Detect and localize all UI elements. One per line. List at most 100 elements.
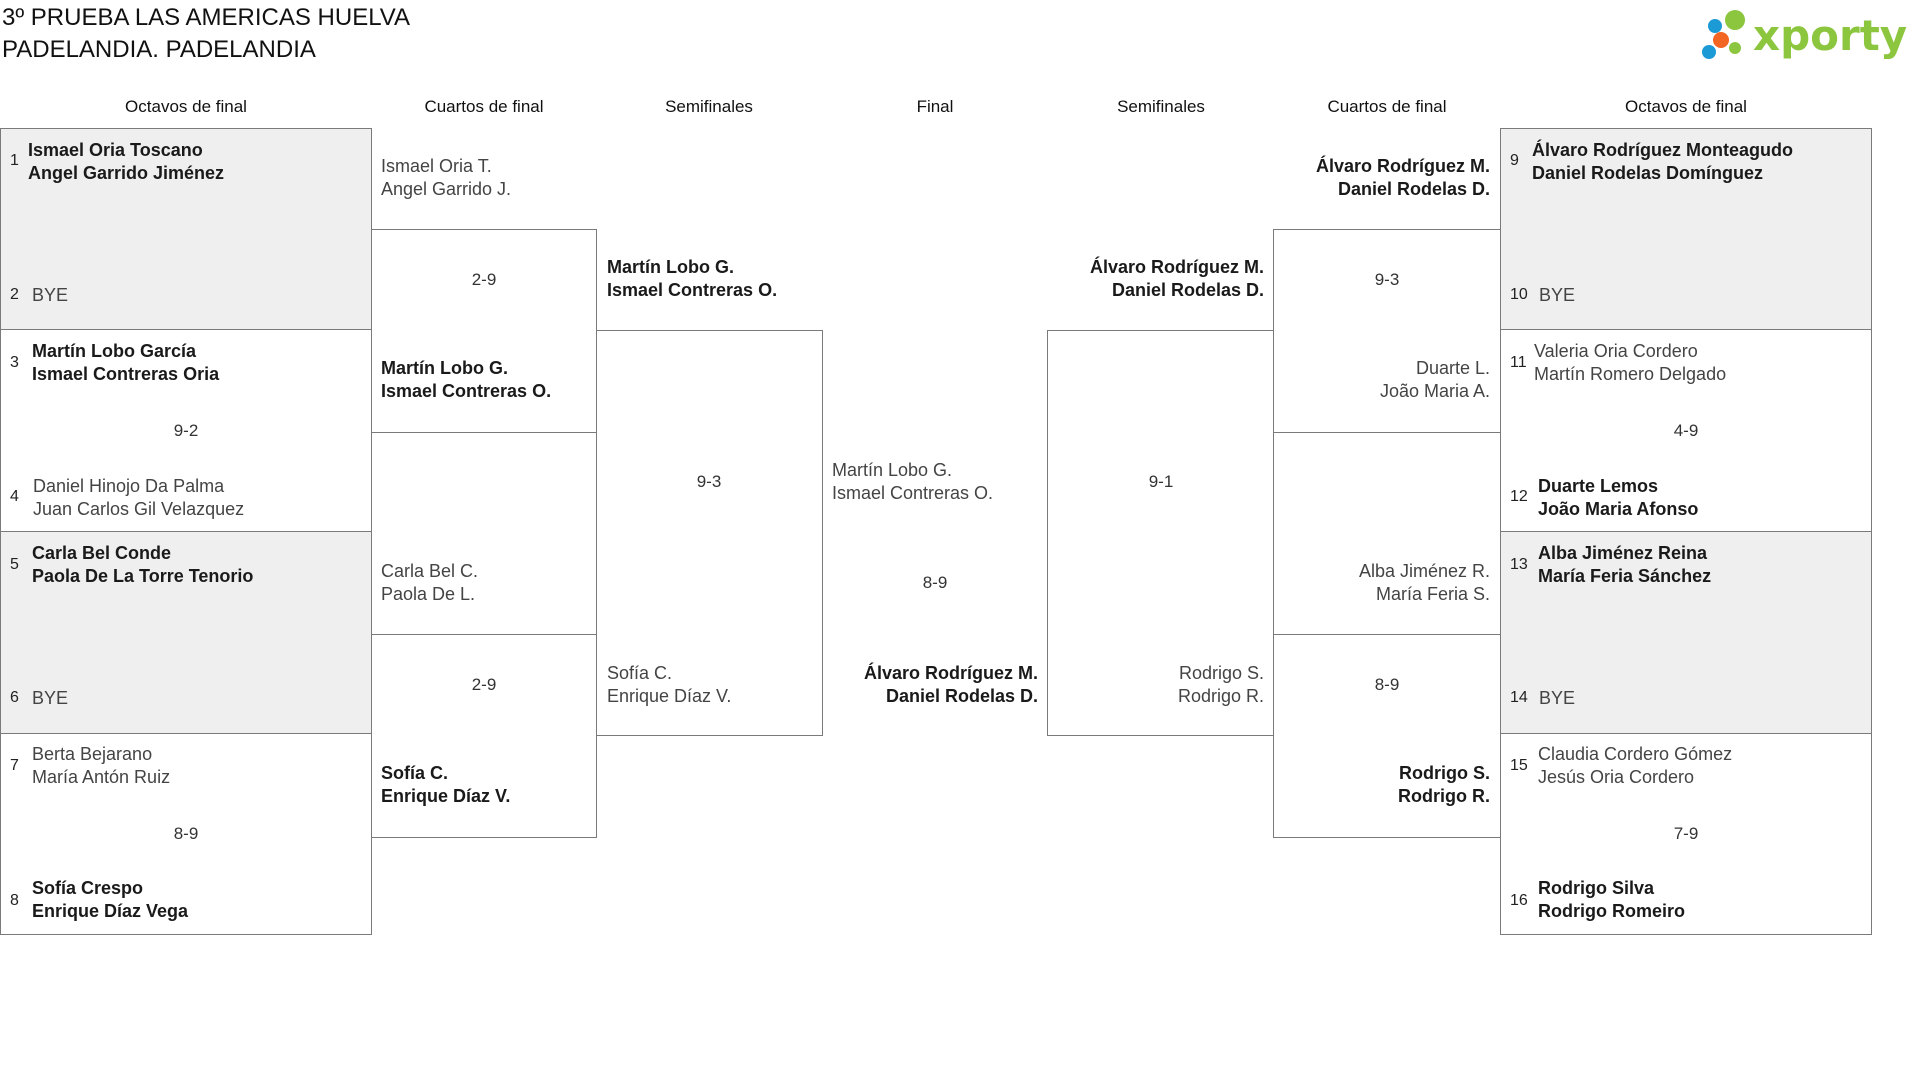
match-box-right-semi [1047,330,1274,736]
match-box-left-semi [596,330,823,736]
header-right-cuartos: Cuartos de final [1327,97,1447,116]
team-name: Carla Bel C. [381,561,479,581]
player-name: Berta Bejarano [32,744,153,764]
team-name: Daniel Rodelas D. [885,686,1038,706]
match-score: 9-3 [1374,270,1400,289]
team-name: Ismael Oria T. [381,156,492,176]
player-name: Valeria Oria Cordero [1534,341,1698,361]
match-score: 9-1 [1148,472,1174,491]
header-final: Final [916,97,954,116]
match-box-left-cuartos-1 [371,229,597,433]
match-box-right-octavos-1 [1500,128,1872,330]
player-name: BYE [32,285,69,305]
player-name: Enrique Díaz Vega [32,901,189,921]
match-box-right-octavos-4 [1500,733,1872,935]
team-name: Alba Jiménez R. [1358,561,1490,581]
match-box-right-octavos-3 [1500,531,1872,734]
seed-number: 11 [1510,354,1527,371]
player-name: Álvaro Rodríguez Monteagudo [1532,140,1793,160]
player-name: Angel Garrido Jiménez [28,163,225,183]
player-name: Rodrigo Silva [1538,878,1655,898]
seed-number: 6 [10,689,19,706]
match-box-right-cuartos-1 [1273,229,1501,433]
player-name: Carla Bel Conde [32,543,172,563]
match-box-right-octavos-2 [1500,329,1872,532]
player-name: Ismael Contreras Oria [32,364,220,384]
team-name: Álvaro Rodríguez M. [863,663,1038,683]
header-right-semis: Semifinales [1117,97,1205,116]
seed-number: 8 [10,892,19,909]
seed-number: 2 [10,286,19,303]
team-name: Rodrigo S. [1399,763,1490,783]
final-score: 8-9 [922,573,948,592]
team-name: Martín Lobo G. [607,257,734,277]
match-box-left-octavos-2 [0,329,372,532]
seed-number: 15 [1510,757,1528,774]
match-score: 2-9 [471,270,497,289]
player-name: María Feria Sánchez [1538,566,1712,586]
team-name: Sofía C. [381,763,449,783]
header-left-semis: Semifinales [665,97,753,116]
logo-text: xporty [1753,11,1907,60]
player-name: Daniel Hinojo Da Palma [33,476,225,496]
xporty-logo: xporty [1702,10,1907,60]
player-name: Jesús Oria Cordero [1538,767,1695,787]
player-name: Ismael Oria Toscano [28,140,203,160]
seed-number: 16 [1510,892,1528,909]
match-score: 9-2 [173,421,199,440]
team-name: Daniel Rodelas D. [1337,179,1490,199]
player-name: María Antón Ruiz [32,767,171,787]
team-name: Ismael Contreras O. [381,381,552,401]
tournament-title: 3º PRUEBA LAS AMERICAS HUELVA [2,4,411,31]
player-name: BYE [1539,688,1576,708]
seed-number: 5 [10,556,19,573]
team-name: Ismael Contreras O. [607,280,778,300]
player-name: João Maria Afonso [1538,499,1699,519]
team-name: Álvaro Rodríguez M. [1089,257,1264,277]
seed-number: 4 [10,488,19,505]
match-box-left-cuartos-2 [371,634,597,838]
player-name: Daniel Rodelas Domínguez [1532,163,1764,183]
match-score: 8-9 [173,824,199,843]
tournament-subtitle: PADELANDIA. PADELANDIA [2,36,316,63]
team-name: Enrique Díaz V. [607,686,732,706]
header-right-octavos: Octavos de final [1625,97,1747,116]
team-name: Martín Lobo G. [381,358,508,378]
player-name: Martín Romero Delgado [1534,364,1727,384]
seed-number: 3 [10,354,19,371]
player-name: Rodrigo Romeiro [1538,901,1685,921]
team-name: Rodrigo R. [1177,686,1264,706]
player-name: Sofía Crespo [32,878,144,898]
team-name: Angel Garrido J. [381,179,512,199]
match-score: 9-3 [696,472,722,491]
team-name: Rodrigo S. [1178,663,1264,683]
player-name: BYE [1539,285,1576,305]
player-name: Paola De La Torre Tenorio [32,566,254,586]
seed-number: 1 [10,152,19,169]
match-score: 8-9 [1374,675,1400,694]
player-name: Martín Lobo García [32,341,197,361]
team-name: Álvaro Rodríguez M. [1315,156,1490,176]
player-name: Claudia Cordero Gómez [1538,744,1733,764]
seed-number: 9 [1510,152,1519,169]
header-left-cuartos: Cuartos de final [424,97,544,116]
match-score: 7-9 [1673,824,1699,843]
seed-number: 12 [1510,488,1528,505]
team-name: Rodrigo R. [1398,786,1490,806]
team-name: Sofía C. [607,663,673,683]
seed-number: 14 [1510,689,1528,706]
team-name: Ismael Contreras O. [832,483,994,503]
team-name: Daniel Rodelas D. [1111,280,1264,300]
seed-number: 7 [10,757,19,774]
header-left-octavos: Octavos de final [125,97,247,116]
team-name: Duarte L. [1415,358,1490,378]
player-name: BYE [32,688,69,708]
match-score: 2-9 [471,675,497,694]
seed-number: 13 [1510,556,1528,573]
player-name: Alba Jiménez Reina [1538,543,1708,563]
match-box-left-octavos-4 [0,733,372,935]
player-name: Juan Carlos Gil Velazquez [33,499,245,519]
seed-number: 10 [1510,286,1528,303]
team-name: Martín Lobo G. [832,460,953,480]
match-box-right-cuartos-2 [1273,634,1501,838]
